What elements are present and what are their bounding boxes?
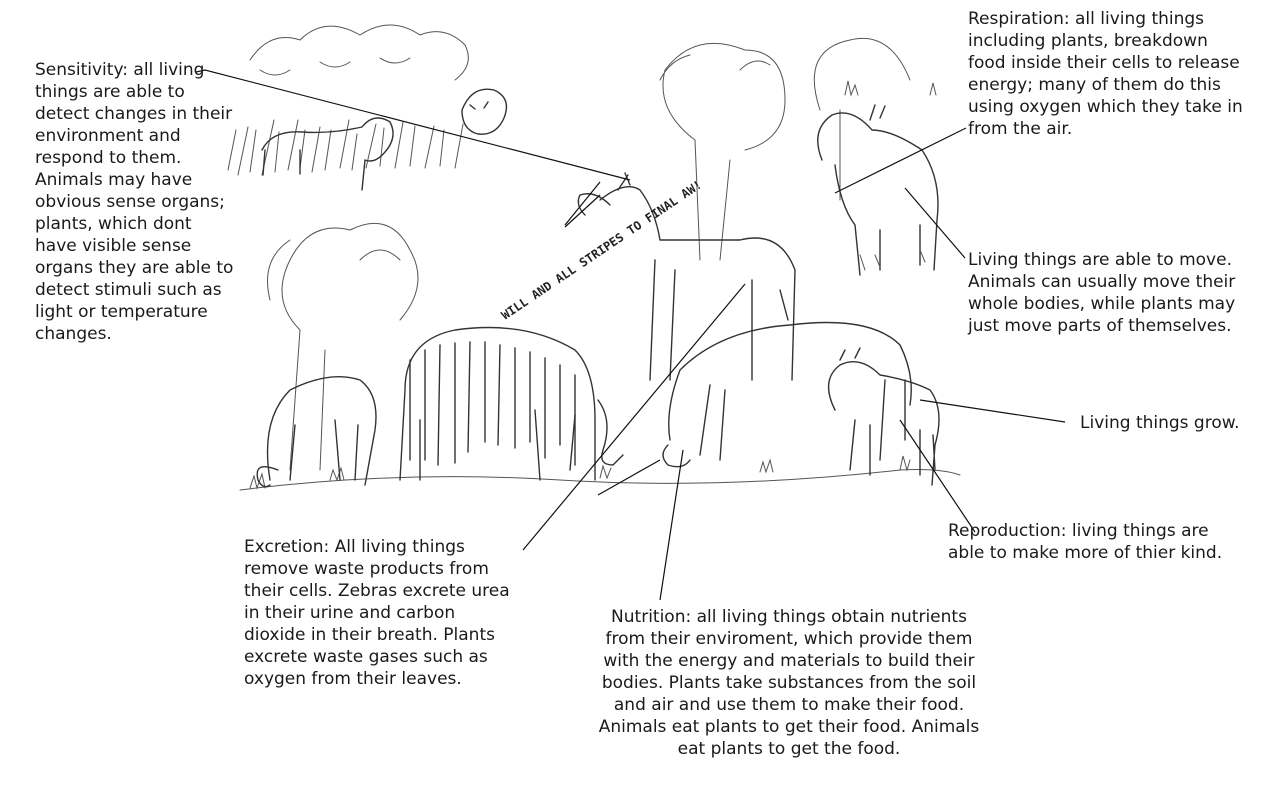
label-movement: Living things are able to move. Animals …	[968, 249, 1235, 337]
bush-left	[268, 223, 419, 470]
label-reproduction-line: able to make more of thier kind.	[948, 542, 1222, 564]
label-sensitivity-line: organs they are able to	[35, 257, 233, 279]
label-nutrition-line: with the energy and materials to build t…	[563, 650, 1015, 672]
tree-right	[814, 38, 910, 200]
grazing-horse	[663, 323, 911, 467]
leader-lines	[196, 70, 1065, 600]
grazing-antelope-left	[257, 377, 376, 487]
label-nutrition-line: and air and use them to make their food.	[563, 694, 1015, 716]
label-sensitivity-line: Animals may have	[35, 169, 233, 191]
label-movement-line: whole bodies, while plants may	[968, 293, 1235, 315]
label-nutrition-line: bodies. Plants take substances from the …	[563, 672, 1015, 694]
label-sensitivity-line: Sensitivity: all living	[35, 59, 233, 81]
leader-nutrition	[660, 450, 683, 600]
label-nutrition-line: Nutrition: all living things obtain nutr…	[563, 606, 1015, 628]
label-excretion-line: oxygen from their leaves.	[244, 668, 510, 690]
label-respiration-line: energy; many of them do this	[968, 74, 1243, 96]
label-sensitivity-line: respond to them.	[35, 147, 233, 169]
label-respiration: Respiration: all living things including…	[968, 8, 1243, 140]
label-nutrition-line: Animals eat plants to get their food. An…	[563, 716, 1015, 738]
label-excretion: Excretion: All living things remove wast…	[244, 536, 510, 690]
grass-tufts	[250, 81, 936, 488]
label-respiration-line: using oxygen which they take in	[968, 96, 1243, 118]
leader-growth	[920, 400, 1065, 422]
label-sensitivity-line: changes.	[35, 323, 233, 345]
label-excretion-line: in their urine and carbon	[244, 602, 510, 624]
label-respiration-line: Respiration: all living things	[968, 8, 1243, 30]
label-sensitivity-line: obvious sense organs;	[35, 191, 233, 213]
label-sensitivity-line: detect stimuli such as	[35, 279, 233, 301]
label-nutrition-line: from their enviroment, which provide the…	[563, 628, 1015, 650]
label-excretion-line: excrete waste gases such as	[244, 646, 510, 668]
label-excretion-line: their cells. Zebras excrete urea	[244, 580, 510, 602]
label-sensitivity-line: things are able to	[35, 81, 233, 103]
label-growth: Living things grow.	[1080, 412, 1240, 434]
label-growth-line: Living things grow.	[1080, 412, 1240, 434]
label-nutrition: Nutrition: all living things obtain nutr…	[563, 606, 1015, 760]
striped-zebra	[400, 328, 623, 481]
label-sensitivity-line: detect changes in their	[35, 103, 233, 125]
label-sensitivity-line: environment and	[35, 125, 233, 147]
label-sensitivity-line: light or temperature	[35, 301, 233, 323]
leader-excretion	[523, 284, 745, 550]
label-nutrition-line: eat plants to get the food.	[563, 738, 1015, 760]
standing-antelope-graffiti: WILL AND ALL STRIPES TO FINAL AW!	[499, 173, 795, 380]
background-bush-top	[250, 25, 468, 80]
label-reproduction-line: Reproduction: living things are	[948, 520, 1222, 542]
label-movement-line: Living things are able to move.	[968, 249, 1235, 271]
label-excretion-line: remove waste products from	[244, 558, 510, 580]
tree-middle	[660, 43, 785, 260]
label-excretion-line: Excretion: All living things	[244, 536, 510, 558]
standing-zebra-right	[818, 105, 938, 275]
label-sensitivity-line: have visible sense	[35, 235, 233, 257]
label-sensitivity-line: plants, which dont	[35, 213, 233, 235]
label-movement-line: Animals can usually move their	[968, 271, 1235, 293]
leader-sensitivity	[196, 70, 630, 180]
label-respiration-line: including plants, breakdown	[968, 30, 1243, 52]
label-reproduction: Reproduction: living things are able to …	[948, 520, 1222, 564]
zebra-foal	[829, 348, 939, 485]
label-respiration-line: food inside their cells to release	[968, 52, 1243, 74]
label-movement-line: just move parts of themselves.	[968, 315, 1235, 337]
label-respiration-line: from the air.	[968, 118, 1243, 140]
ground-line	[240, 470, 960, 490]
label-excretion-line: dioxide in their breath. Plants	[244, 624, 510, 646]
label-sensitivity: Sensitivity: all living things are able …	[35, 59, 233, 345]
lion-right	[462, 89, 506, 134]
leader-sensitivity-v2	[565, 195, 600, 227]
leader-sensitivity-v1	[565, 182, 600, 225]
